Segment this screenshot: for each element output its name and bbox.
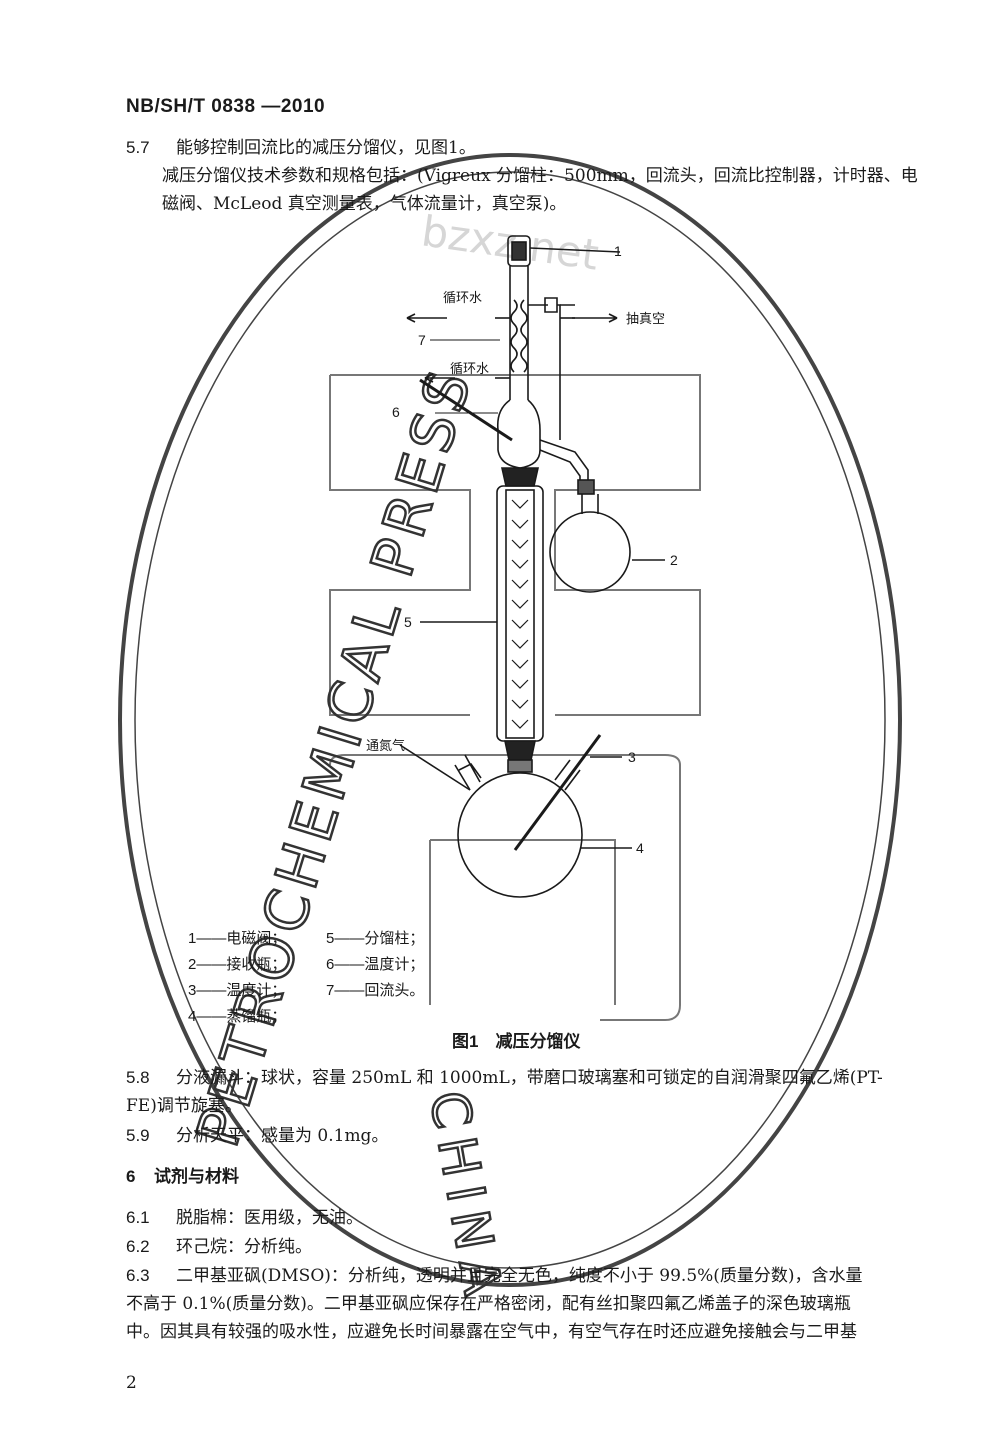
legend-item: 6——温度计； xyxy=(326,956,425,973)
callout-2: 2 xyxy=(670,552,678,568)
legend-item: 4——蒸馏瓶； xyxy=(188,1008,287,1025)
figure-legend-left: 1——电磁阀； 2——接收瓶； 3——温度计； 4——蒸馏瓶； xyxy=(188,926,286,1030)
clause-number: 5.7 xyxy=(126,138,150,157)
callout-6: 6 xyxy=(392,404,400,420)
clause-text: 能够控制回流比的减压分馏仪，见图1。 xyxy=(176,138,476,158)
legend-item: 5——分馏柱； xyxy=(326,930,425,947)
figure-legend-right: 5——分馏柱； 6——温度计； 7——回流头。 xyxy=(326,926,424,1004)
clause-6-3-line3: 中。因其具有较强的吸水性，应避免长时间暴露在空气中，有空气存在时还应避免接触会与… xyxy=(126,1322,857,1342)
clause-5-8-cont: FE)调节旋塞。 xyxy=(126,1096,242,1116)
clause-number: 6.3 xyxy=(126,1266,150,1285)
figure-title: 图1 减压分馏仪 xyxy=(452,1032,581,1051)
legend-item: 2——接收瓶； xyxy=(188,956,287,973)
clause-text: 分析天平：感量为 0.1mg。 xyxy=(176,1126,389,1146)
clause-text: 环己烷：分析纯。 xyxy=(176,1237,312,1257)
callout-5: 5 xyxy=(404,614,412,630)
label-cooling-water-top: 循环水 xyxy=(443,290,482,305)
callout-4: 4 xyxy=(636,840,644,856)
clause-6-3: 6.3 二甲基亚砜(DMSO)：分析纯，透明并且完全无色，纯度不小于 99.5%(… xyxy=(126,1262,926,1290)
label-vacuum: 抽真空 xyxy=(626,311,665,326)
figure-1-apparatus: 1 2 3 4 5 6 7 循环水 循环水 抽真空 通氮气 xyxy=(366,235,678,898)
clause-6-2: 6.2 环己烷：分析纯。 xyxy=(126,1233,926,1261)
clause-number: 5.9 xyxy=(126,1126,150,1145)
callout-1: 1 xyxy=(614,243,622,259)
page-number: 2 xyxy=(126,1373,137,1393)
label-nitrogen: 通氮气 xyxy=(366,738,405,753)
section-number: 6 xyxy=(126,1167,136,1186)
clause-number: 5.8 xyxy=(126,1068,150,1087)
clause-5-7-detail: 减压分馏仪技术参数和规格包括：(Vigreux 分馏柱：500mm，回流头，回流… xyxy=(162,166,918,214)
section-6-heading: 6 试剂与材料 xyxy=(126,1162,239,1187)
standard-code: NB/SH/T 0838 —2010 xyxy=(126,96,326,117)
section-title: 试剂与材料 xyxy=(154,1167,239,1186)
callout-7: 7 xyxy=(418,332,426,348)
clause-text: 二甲基亚砜(DMSO)：分析纯，透明并且完全无色，纯度不小于 99.5%(质量分… xyxy=(176,1266,863,1286)
clause-text: 分液漏斗：球状，容量 250mL 和 1000mL，带磨口玻璃塞和可锁定的自润滑… xyxy=(176,1068,883,1088)
clause-5-7: 5.7 能够控制回流比的减压分馏仪，见图1。 xyxy=(126,134,926,162)
clause-text: 脱脂棉：医用级，无油。 xyxy=(176,1208,363,1228)
label-cooling-water-mid: 循环水 xyxy=(450,361,489,376)
legend-item: 7——回流头。 xyxy=(326,982,425,999)
clause-5-9: 5.9 分析天平：感量为 0.1mg。 xyxy=(126,1122,926,1150)
clause-number: 6.1 xyxy=(126,1208,150,1227)
clause-6-1: 6.1 脱脂棉：医用级，无油。 xyxy=(126,1204,926,1232)
clause-number: 6.2 xyxy=(126,1237,150,1256)
clause-5-8: 5.8 分液漏斗：球状，容量 250mL 和 1000mL，带磨口玻璃塞和可锁定的… xyxy=(126,1064,926,1092)
legend-item: 3——温度计； xyxy=(188,982,287,999)
clause-6-3-line2: 不高于 0.1%(质量分数)。二甲基亚砜应保存在严格密闭，配有丝扣聚四氟乙烯盖子… xyxy=(126,1294,851,1314)
legend-item: 1——电磁阀； xyxy=(188,930,287,947)
callout-3: 3 xyxy=(628,749,636,765)
